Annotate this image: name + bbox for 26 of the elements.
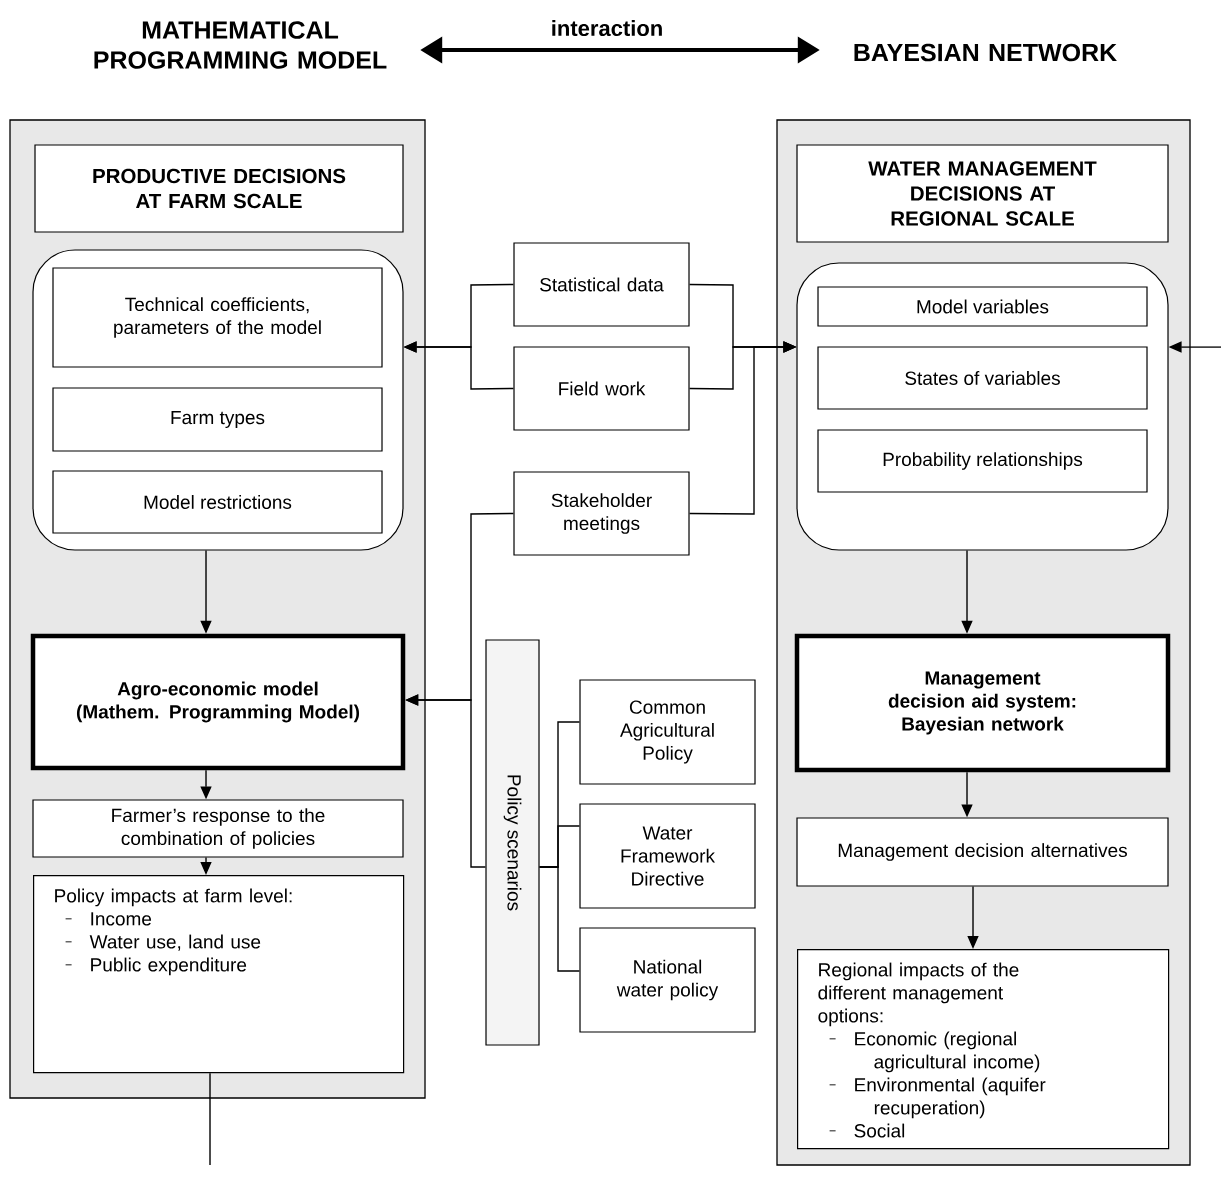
edge-label: interaction [552, 19, 662, 37]
title-text: MATHEMATICAL PROGRAMMING MODEL [94, 21, 387, 69]
process-box: Stakeholder meetings [513, 471, 690, 556]
process-box: Probability relationships [817, 429, 1148, 493]
process-box: Field work [513, 346, 690, 431]
impact-box: Policy impacts at farm level: Income Water use, land use Public expenditure [33, 875, 405, 1074]
model-box: Management decision aid system: Bayesian network [794, 633, 1171, 773]
process-box: Farmer’s response to the combination of policies [32, 799, 404, 858]
process-box: Statistical data [513, 242, 690, 327]
connector-line [538, 866, 581, 972]
heading-box: WATER MANAGEMENT DECISIONS AT REGIONAL SCALE [796, 144, 1169, 243]
process-box: Model restrictions [52, 470, 383, 534]
vertical-label-box: Policy scenarios [485, 639, 540, 1046]
process-box: Water Framework Directive [579, 803, 756, 909]
title-text: BAYESIAN NETWORK [854, 43, 1117, 62]
process-box: States of variables [817, 346, 1148, 410]
heading-box: PRODUCTIVE DECISIONS AT FARM SCALE [34, 144, 404, 233]
process-box: National water policy [579, 927, 756, 1033]
process-box: Model variables [817, 286, 1148, 327]
model-box: Agro-economic model (Mathem. Programming Model) [30, 633, 406, 771]
process-box: Management decision alternatives [796, 817, 1169, 887]
impact-box: Regional impacts of the different management options: Economic (regional agricultural income) Environmental (aquifer recuperation) Social [797, 949, 1170, 1150]
process-box: Common Agricultural Policy [579, 679, 756, 785]
process-box: Farm types [52, 387, 383, 452]
process-box: Technical coefficients, parameters of the model [52, 267, 383, 368]
connector-line [209, 1072, 211, 1166]
